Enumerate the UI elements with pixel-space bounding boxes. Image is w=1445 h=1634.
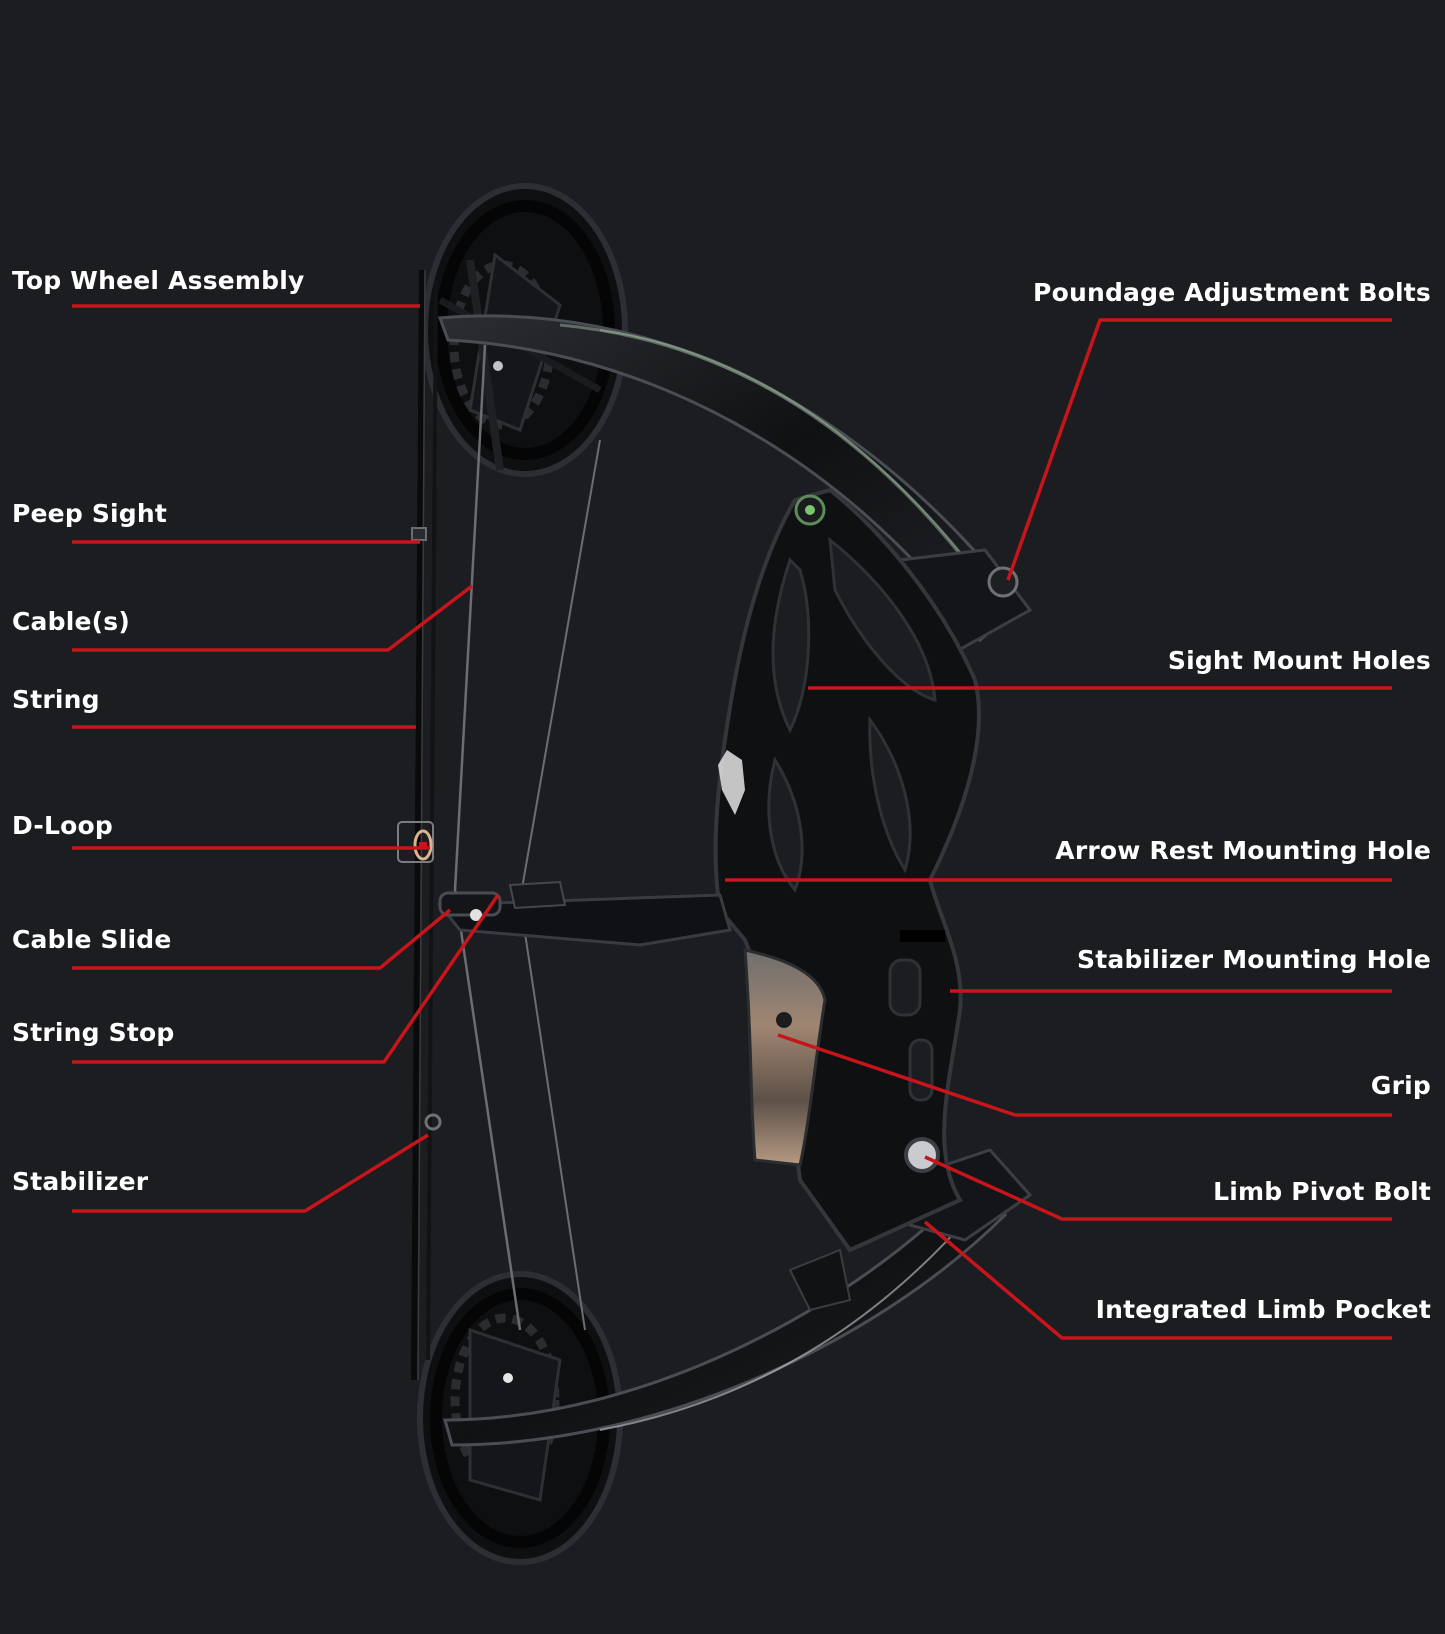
- label-string-stop: String Stop: [12, 1018, 175, 1047]
- label-string: String: [12, 685, 100, 714]
- peep-sight-part: [411, 527, 427, 541]
- label-cables: Cable(s): [12, 607, 130, 636]
- d-loop-part: [397, 821, 434, 863]
- cable-rod: [436, 880, 732, 947]
- label-stabilizer: Stabilizer: [12, 1167, 149, 1196]
- label-d-loop: D-Loop: [12, 811, 113, 840]
- label-integrated-limb-pocket: Integrated Limb Pocket: [1095, 1295, 1431, 1324]
- label-cable-slide: Cable Slide: [12, 925, 172, 954]
- label-top-wheel-assembly: Top Wheel Assembly: [12, 266, 305, 295]
- label-grip: Grip: [1370, 1071, 1431, 1100]
- label-arrow-rest-mounting-hole: Arrow Rest Mounting Hole: [1055, 836, 1431, 865]
- cables: [453, 344, 601, 1331]
- label-peep-sight: Peep Sight: [12, 499, 168, 528]
- label-sight-mount-holes: Sight Mount Holes: [1167, 646, 1431, 675]
- label-poundage-adjustment-bolts: Poundage Adjustment Bolts: [1033, 278, 1431, 307]
- stabilizer-part: [424, 1113, 442, 1131]
- label-limb-pivot-bolt: Limb Pivot Bolt: [1213, 1177, 1431, 1206]
- label-stabilizer-mounting-hole: Stabilizer Mounting Hole: [1077, 945, 1431, 974]
